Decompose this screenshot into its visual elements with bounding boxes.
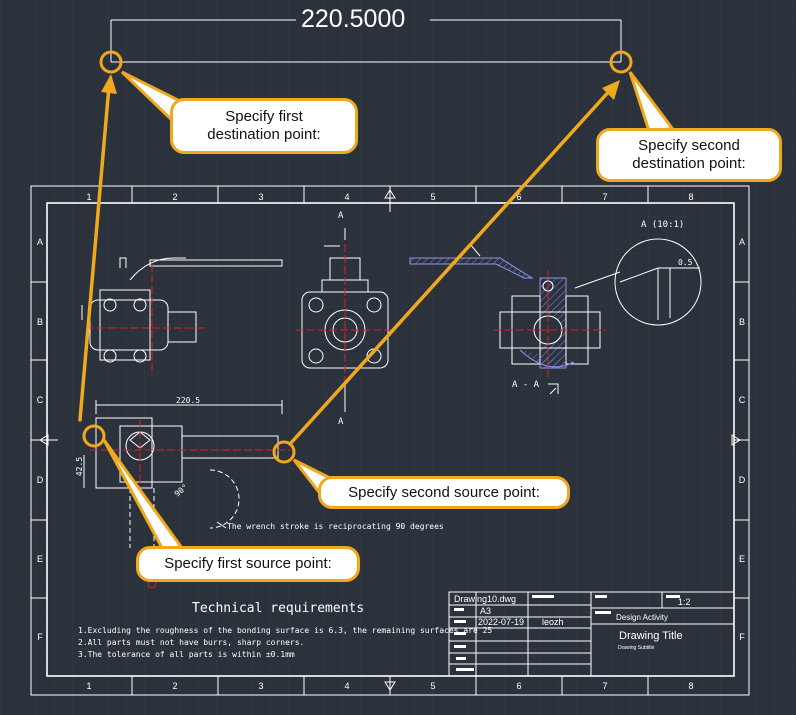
valve-top-view [83, 400, 283, 548]
first-destination-marker [99, 50, 123, 74]
small-dimension: 220.5 [176, 396, 201, 405]
top-dimension [110, 19, 622, 63]
section-label-top: A [338, 211, 344, 221]
technical-title: Technical requirements [192, 601, 365, 616]
row-label-left-B: B [37, 317, 43, 327]
column-label-top-7: 7 [602, 192, 607, 202]
title-block-author: leozh [542, 617, 564, 627]
title-block-bars [454, 595, 680, 671]
detail-view [614, 238, 702, 326]
title-block-date: 2022-07-19 [478, 617, 525, 627]
title-block-file: Drawing10.dwg [454, 594, 517, 604]
row-label-right-E: E [739, 554, 745, 564]
valve-section-view [409, 257, 621, 395]
valve-top-centerlines [90, 420, 290, 510]
row-label-right-A: A [739, 237, 745, 247]
first-source-marker [82, 424, 106, 448]
second-destination-marker [609, 50, 633, 74]
column-label-bottom-3: 3 [258, 681, 263, 691]
row-label-left-C: C [37, 395, 44, 405]
column-labels-top: 1 2 3 4 5 6 7 8 [86, 192, 693, 202]
column-label-bottom-4: 4 [344, 681, 349, 691]
column-label-top-8: 8 [688, 192, 693, 202]
row-label-left-D: D [37, 475, 44, 485]
column-label-top-6: 6 [516, 192, 521, 202]
title-block-size: A3 [480, 606, 492, 616]
column-labels-bottom: 1 2 3 4 5 6 7 8 [86, 681, 693, 691]
valve-section-centerlines [494, 270, 606, 380]
title-block-frame [448, 591, 735, 677]
row-label-right-B: B [739, 317, 745, 327]
column-label-top-1: 1 [86, 192, 91, 202]
vertical-dimension: 42.5 [75, 456, 85, 477]
row-label-right-C: C [739, 395, 746, 405]
wrench-note: The wrench stroke is reciprocating 90 de… [227, 522, 444, 531]
title-block-activity: Design Activity [616, 613, 669, 622]
row-label-left-E: E [37, 554, 43, 564]
row-label-left-A: A [37, 237, 43, 247]
row-label-right-D: D [739, 475, 746, 485]
valve-front-centerlines [296, 244, 394, 382]
column-label-top-4: 4 [344, 192, 349, 202]
section-label-bottom: A [338, 417, 344, 427]
section-name: A - A [512, 380, 540, 390]
column-label-top-5: 5 [430, 192, 435, 202]
callout-first-destination: Specify first destination point: [170, 98, 358, 154]
title-block-subtitle: Drawing Subtitle [618, 645, 655, 651]
callout-second-source: Specify second source point: [318, 476, 570, 509]
column-label-bottom-6: 6 [516, 681, 521, 691]
arrow-heads [101, 74, 620, 100]
centering-marks [31, 186, 741, 691]
column-label-bottom-2: 2 [172, 681, 177, 691]
column-label-bottom-7: 7 [602, 681, 607, 691]
valve-side-centerlines [86, 264, 206, 375]
title-block-scale: 1:2 [678, 597, 691, 607]
pointer-arrows [78, 84, 614, 446]
row-labels-right: A B C D E F [739, 237, 746, 642]
column-label-bottom-1: 1 [86, 681, 91, 691]
valve-side-view [81, 257, 283, 363]
detail-label: A (10:1) [641, 220, 685, 230]
technical-line-3: 3.The tolerance of all parts is within ±… [78, 650, 295, 659]
column-label-top-2: 2 [172, 192, 177, 202]
callout-second-destination: Specify second destination point: [596, 128, 782, 182]
column-ticks [31, 186, 749, 695]
row-label-right-F: F [739, 632, 745, 642]
dimension-value: 220.5000 [301, 5, 406, 33]
column-label-bottom-5: 5 [430, 681, 435, 691]
technical-line-1: 1.Excluding the roughness of the bonding… [78, 626, 493, 635]
technical-line-2: 2.All parts must not have burrs, sharp c… [78, 638, 305, 647]
row-labels-left: A B C D E F [37, 237, 44, 642]
detail-dimension: 0.5 [678, 258, 693, 267]
column-label-top-3: 3 [258, 192, 263, 202]
row-label-left-F: F [37, 632, 43, 642]
point-markers [82, 50, 633, 464]
second-source-marker [272, 440, 296, 464]
title-block-title: Drawing Title [619, 630, 683, 642]
callout-first-source: Specify first source point: [136, 546, 360, 582]
column-label-bottom-8: 8 [688, 681, 693, 691]
